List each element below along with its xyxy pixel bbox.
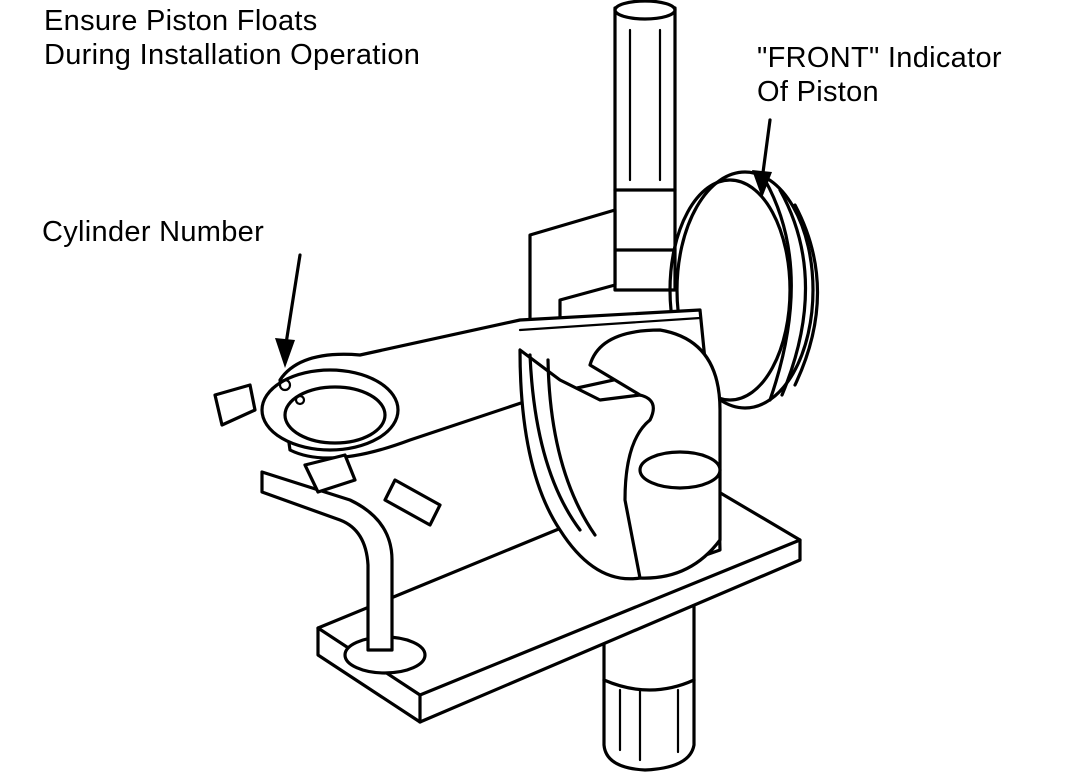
guide-pin bbox=[260, 470, 394, 652]
float-note-callout: Ensure Piston Floats During Installation… bbox=[44, 4, 420, 72]
front-indicator-callout: "FRONT" Indicator Of Piston bbox=[757, 41, 1002, 109]
c-clamp-fixture bbox=[518, 328, 722, 581]
lower-press-rod bbox=[602, 598, 696, 772]
fixture-pin bbox=[383, 478, 442, 527]
float-note-line-1: Ensure Piston Floats bbox=[44, 5, 318, 37]
cylinder-number-callout: Cylinder Number bbox=[42, 216, 265, 248]
big-end-bore bbox=[260, 368, 400, 452]
front-indicator-arrow bbox=[752, 118, 772, 198]
piston bbox=[668, 170, 820, 410]
float-note-line-2: During Installation Operation bbox=[44, 39, 421, 71]
cylinder-number-arrow bbox=[275, 253, 302, 368]
rod-nut bbox=[213, 383, 357, 494]
upper-press-rod bbox=[613, 0, 677, 292]
front-note-line-2: Of Piston bbox=[757, 76, 879, 108]
front-note-line-1: "FRONT" Indicator bbox=[757, 42, 1002, 74]
